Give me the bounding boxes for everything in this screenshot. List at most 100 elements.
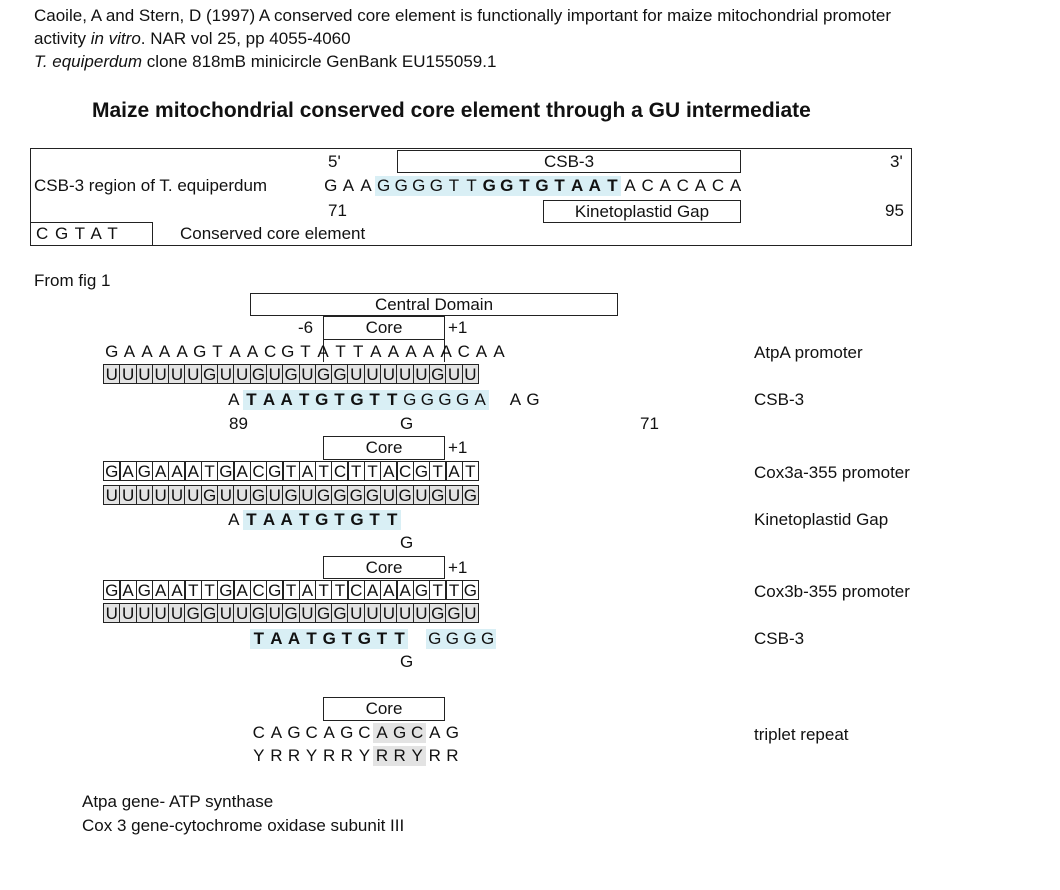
nucleotide: G xyxy=(281,342,295,361)
nucleotide: T xyxy=(365,510,384,530)
nucleotide: A xyxy=(229,342,241,361)
nucleotide-cell: U xyxy=(347,364,366,384)
nucleotide-cell: U xyxy=(412,364,431,384)
citation-line-3: T. equiperdum clone 818mB minicircle Gen… xyxy=(34,52,496,72)
divider xyxy=(323,340,324,362)
nucleotide-cell: G xyxy=(200,364,219,384)
nucleotide: A xyxy=(493,342,505,361)
nucleotide-cell: U xyxy=(445,485,463,505)
nucleotide-cell: U xyxy=(298,364,317,384)
nucleotide: G xyxy=(436,390,454,410)
genbank-ref: clone 818mB minicircle GenBank EU155059.… xyxy=(142,52,497,71)
g-bulge: G xyxy=(400,533,414,552)
nucleotide-cell: G xyxy=(396,485,414,505)
nucleotide: T xyxy=(383,510,401,530)
core-seq-box xyxy=(30,222,153,246)
nucleotide-cell: U xyxy=(298,603,317,623)
nucleotide: G xyxy=(374,176,393,196)
nucleotide: A xyxy=(422,342,435,361)
nucleotide-cell: G xyxy=(249,485,268,505)
nucleotide-cell: G xyxy=(282,364,300,384)
nucleotide: A xyxy=(228,510,240,529)
nucleotide: A xyxy=(246,342,259,361)
csb3-label: CSB-3 xyxy=(754,629,805,648)
nucleotide: A xyxy=(373,723,391,743)
nucleotide-cell: G xyxy=(184,603,203,623)
nucleotide-cell: T xyxy=(282,461,300,481)
nucleotide-cell: G xyxy=(200,485,219,505)
nucleotide: A xyxy=(228,390,240,409)
nucleotide-cell: T xyxy=(347,461,366,481)
nucleotide-cell: G xyxy=(363,485,382,505)
nucleotide-cell: U xyxy=(168,364,186,384)
nucleotide: T xyxy=(212,342,223,361)
nucleotide-cell: U xyxy=(168,603,186,623)
nucleotide: A xyxy=(568,176,586,196)
nucleotide: A xyxy=(729,176,742,195)
nucleotide-cell: G xyxy=(249,603,268,623)
nucleotide-cell: G xyxy=(265,580,284,600)
nucleotide-cell: G xyxy=(103,580,121,600)
nucleotide: A xyxy=(659,176,671,195)
nucleotide-cell: U xyxy=(184,485,203,505)
footnote-atpa: Atpa gene- ATP synthase xyxy=(82,792,274,811)
nucleotide-cell: U xyxy=(445,364,463,384)
nucleotide-cell: G xyxy=(200,603,219,623)
plus1-label: +1 xyxy=(448,558,468,577)
nucleotide-cell: G xyxy=(314,485,333,505)
nucleotide: G xyxy=(355,629,374,649)
nucleotide: R xyxy=(323,746,336,765)
nucleotide: T xyxy=(515,176,534,196)
nucleotide-cell: U xyxy=(151,364,170,384)
plus1-label: +1 xyxy=(448,318,468,337)
nucleotide-cell: G xyxy=(347,485,366,505)
page-title: Maize mitochondrial conserved core eleme… xyxy=(92,99,811,122)
nucleotide-cell: G xyxy=(428,603,447,623)
minus6-label: -6 xyxy=(298,318,314,337)
nucleotide: A xyxy=(509,390,522,409)
atpa-promoter-label: AtpA promoter xyxy=(754,343,863,362)
three-prime-label: 3' xyxy=(890,152,903,171)
nucleotide: G xyxy=(478,629,497,649)
nucleotide: C xyxy=(711,176,725,195)
nucleotide-cell: T xyxy=(314,461,333,481)
nucleotide-cell: U xyxy=(119,485,137,505)
nucleotide: R xyxy=(373,746,391,766)
nucleotide-cell: T xyxy=(445,580,463,600)
nucleotide: T xyxy=(330,510,349,530)
nucleotide: G xyxy=(320,629,338,649)
nucleotide-cell: U xyxy=(135,364,154,384)
nucleotide-cell: A xyxy=(184,461,203,481)
nucleotide: A xyxy=(475,342,488,361)
nucleotide: A xyxy=(123,342,136,361)
nucleotide: Y xyxy=(408,746,426,766)
nucleotide: A xyxy=(260,390,278,410)
position-end: 95 xyxy=(885,201,904,220)
nucleotide-cell: U xyxy=(461,603,480,623)
nucleotide: A xyxy=(471,390,489,410)
nucleotide-cell: G xyxy=(282,485,300,505)
nucleotide-cell: T xyxy=(282,580,300,600)
nucleotide: G xyxy=(480,176,498,196)
nucleotide-cell: A xyxy=(298,580,317,600)
nucleotide-cell: A xyxy=(233,461,251,481)
nucleotide-cell: G xyxy=(282,603,300,623)
nucleotide: G xyxy=(313,390,331,410)
nucleotide: G xyxy=(427,176,446,196)
nucleotide: G xyxy=(348,510,366,530)
nucleotide: G xyxy=(526,390,540,409)
nucleotide: R xyxy=(390,746,409,766)
nucleotide-cell: U xyxy=(233,603,251,623)
nucleotide: T xyxy=(390,629,409,649)
nucleotide-cell: G xyxy=(331,485,349,505)
nucleotide: G xyxy=(324,176,338,195)
nucleotide: A xyxy=(342,176,355,195)
nucleotide-cell: U xyxy=(380,364,398,384)
nucleotide: A xyxy=(429,723,441,742)
central-domain-box: Central Domain xyxy=(250,293,618,316)
nucleotide: T xyxy=(462,176,481,196)
nucleotide: A xyxy=(277,390,296,410)
citation-italic: in vitro xyxy=(90,29,141,48)
nucleotide-cell: U xyxy=(217,364,235,384)
nucleotide-cell: U xyxy=(151,603,170,623)
